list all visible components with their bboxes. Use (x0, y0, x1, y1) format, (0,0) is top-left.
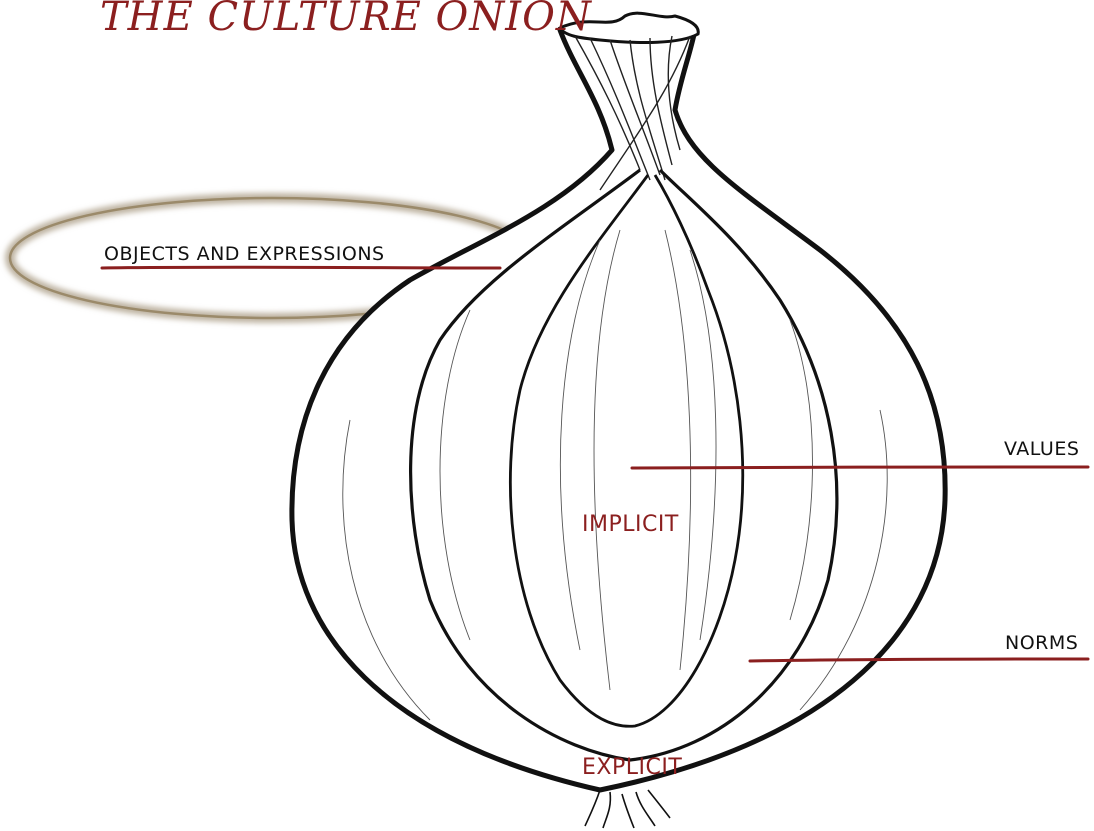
values-leader-line (632, 467, 1088, 468)
diagram-title: THE CULTURE ONION (100, 0, 592, 40)
label-implicit: IMPLICIT (582, 512, 679, 537)
label-objects-and-expressions: OBJECTS AND EXPRESSIONS (104, 243, 385, 265)
onion-roots (585, 790, 670, 828)
label-values: VALUES (1004, 438, 1079, 460)
label-norms: NORMS (1005, 632, 1078, 654)
onion-outer-layer (292, 30, 945, 790)
label-explicit: EXPLICIT (582, 755, 682, 780)
norms-leader-line (750, 659, 1088, 661)
objects-underline (102, 267, 500, 268)
